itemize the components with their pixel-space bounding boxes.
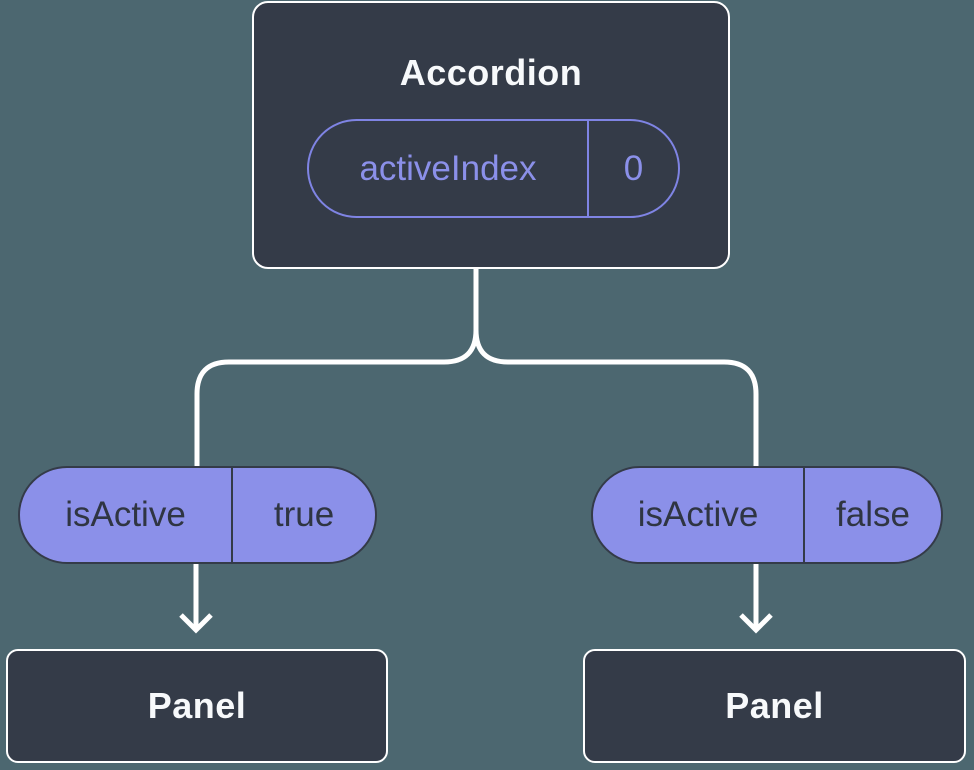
accordion-node-title: Accordion — [399, 52, 583, 93]
accordion-node: Accordion activeIndex 0 — [252, 1, 730, 269]
state-pill-divider — [587, 121, 589, 216]
state-pill: activeIndex 0 — [307, 119, 680, 218]
panel-node-right: Panel — [583, 649, 966, 763]
connector-right-branch — [473, 269, 759, 467]
prop-pill-left: isActive true — [18, 466, 377, 564]
state-pill-value: 0 — [623, 148, 644, 188]
prop-pill-right-value: false — [836, 495, 910, 534]
prop-pill-left-divider — [231, 468, 233, 562]
state-pill-label: activeIndex — [359, 148, 537, 188]
connector-left-branch — [194, 269, 479, 467]
panel-node-left: Panel — [6, 649, 388, 763]
down-arrow-icon-left — [179, 564, 213, 634]
down-arrow-icon-right — [739, 564, 773, 634]
prop-pill-left-label: isActive — [65, 495, 186, 534]
prop-pill-left-value: true — [273, 495, 335, 534]
prop-pill-right-label: isActive — [637, 495, 759, 534]
prop-pill-right-divider — [803, 468, 805, 562]
prop-pill-right: isActive false — [591, 466, 943, 564]
